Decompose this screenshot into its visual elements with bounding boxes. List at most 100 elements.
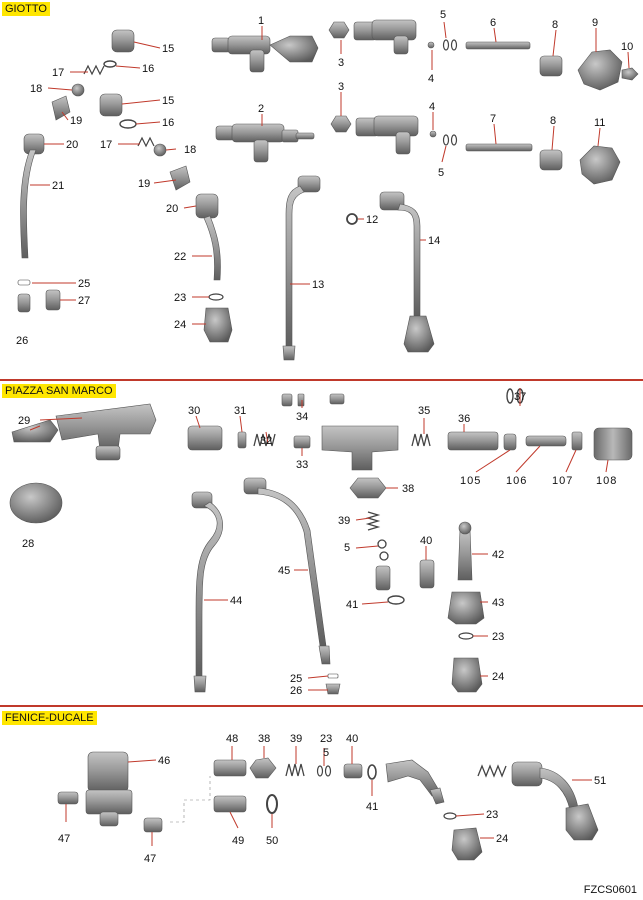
part-solenoid-46 [87, 751, 129, 793]
part-fitting-40f [343, 763, 363, 779]
part-elbow-tip [429, 787, 445, 805]
callout-25p: 25 [290, 673, 302, 685]
callout-47b: 47 [144, 853, 156, 865]
part-fitting-51 [511, 761, 543, 787]
section-label-fenice: FENICE-DUCALE [2, 711, 97, 725]
callout-23: 23 [174, 292, 186, 304]
callout-3b: 3 [338, 81, 344, 93]
part-ring-41f [367, 764, 377, 780]
part-knob-11 [579, 145, 621, 185]
callout-8b: 8 [550, 115, 556, 127]
part-spring-17a [83, 64, 105, 76]
part-108 [593, 427, 633, 461]
part-nut-20b [195, 193, 219, 219]
callout-40: 40 [420, 535, 432, 547]
part-nut-38f [249, 757, 277, 779]
part-solenoid-46-outlet [99, 811, 119, 827]
piazza-parts [9, 388, 633, 695]
part-spring-17b [137, 136, 155, 148]
part-oring-23f-1 [316, 765, 324, 777]
callout-45: 45 [278, 565, 290, 577]
callout-12: 12 [366, 214, 378, 226]
callout-43: 43 [492, 597, 504, 609]
part-ring-23p [458, 632, 474, 640]
callout-23fa: 23 [320, 733, 332, 745]
callout-4b: 4 [429, 101, 435, 113]
part-ring-4b [429, 130, 437, 138]
part-valve-body-2 [215, 123, 315, 163]
callout-106: 106 [506, 475, 527, 487]
callout-33: 33 [296, 459, 308, 471]
part-wand-tip-13 [282, 345, 296, 361]
callout-29: 29 [18, 415, 30, 427]
part-fitting-40 [419, 559, 435, 589]
callout-39f: 39 [290, 733, 302, 745]
part-nut-3a [328, 21, 350, 39]
callout-44: 44 [230, 595, 242, 607]
callout-27: 27 [78, 295, 90, 307]
callout-23p: 23 [492, 631, 504, 643]
part-oring-37a [506, 388, 514, 404]
part-oring-5a-2 [450, 39, 458, 51]
part-ring-4a [427, 41, 435, 49]
piazza-leaders [29, 388, 609, 691]
part-sleeve-36 [447, 431, 499, 451]
part-tip-24f [451, 827, 483, 861]
callout-26: 26 [16, 335, 28, 347]
fenice-callouts: 46 47 47 48 38 39 23 5 40 41 49 50 23 24… [58, 733, 606, 865]
callout-41: 41 [346, 599, 358, 611]
callout-38: 38 [402, 483, 414, 495]
callout-10: 10 [621, 41, 633, 53]
callout-46: 46 [158, 755, 170, 767]
callout-108: 108 [596, 475, 617, 487]
part-fitting-47a [57, 791, 79, 805]
callout-5b: 5 [438, 167, 444, 179]
part-valve-body-lower [355, 115, 419, 155]
part-cap-15a [111, 29, 135, 53]
callout-18a: 18 [30, 83, 42, 95]
part-group-34 [281, 393, 345, 407]
part-elbow-wand [385, 759, 441, 797]
callout-25: 25 [78, 278, 90, 290]
callout-31: 31 [234, 405, 246, 417]
callout-2: 2 [258, 103, 264, 115]
part-106 [525, 435, 567, 447]
part-ring-41 [387, 595, 405, 605]
section-label-giotto: GIOTTO [2, 2, 50, 16]
piazza-callouts: 28 29 30 31 32 33 34 35 36 37 38 39 5 41… [18, 391, 617, 697]
part-oring-23f-2 [324, 765, 332, 777]
part-wand-51 [539, 767, 579, 811]
callout-28: 28 [22, 538, 34, 550]
callout-20a: 20 [66, 139, 78, 151]
callout-24p: 24 [492, 671, 504, 683]
part-ring-31 [237, 431, 247, 449]
part-wand-tip-45 [318, 645, 331, 665]
callout-5a: 5 [440, 9, 446, 21]
part-ball-18b [153, 143, 167, 157]
part-valve-body-1 [211, 35, 319, 73]
part-fitting-49 [213, 795, 247, 813]
part-frother-51 [565, 803, 599, 841]
callout-23fb: 23 [486, 809, 498, 821]
part-ball-42 [458, 521, 472, 535]
part-ball-18a [71, 83, 85, 97]
part-tip-24 [203, 307, 233, 343]
callout-47a: 47 [58, 833, 70, 845]
callout-32: 32 [260, 435, 272, 447]
giotto-callouts: 1 3 4 5 6 8 9 10 2 3 4 5 7 8 11 12 14 13… [16, 9, 633, 347]
part-fitting-p1 [375, 565, 391, 591]
callout-21: 21 [52, 180, 64, 192]
part-ring-23f [443, 812, 457, 820]
callout-13: 13 [312, 279, 324, 291]
callout-39: 39 [338, 515, 350, 527]
part-oring-5a-1 [442, 39, 450, 51]
part-spring-35 [411, 433, 431, 447]
part-knob-28 [9, 482, 63, 524]
callout-41f: 41 [366, 801, 378, 813]
callout-6: 6 [490, 17, 496, 29]
part-knob-29 [11, 419, 59, 443]
part-tip-26 [17, 293, 31, 313]
callout-4a: 4 [428, 73, 434, 85]
part-spring-51 [477, 764, 507, 778]
diagram-code: FZCS0601 [583, 884, 637, 896]
